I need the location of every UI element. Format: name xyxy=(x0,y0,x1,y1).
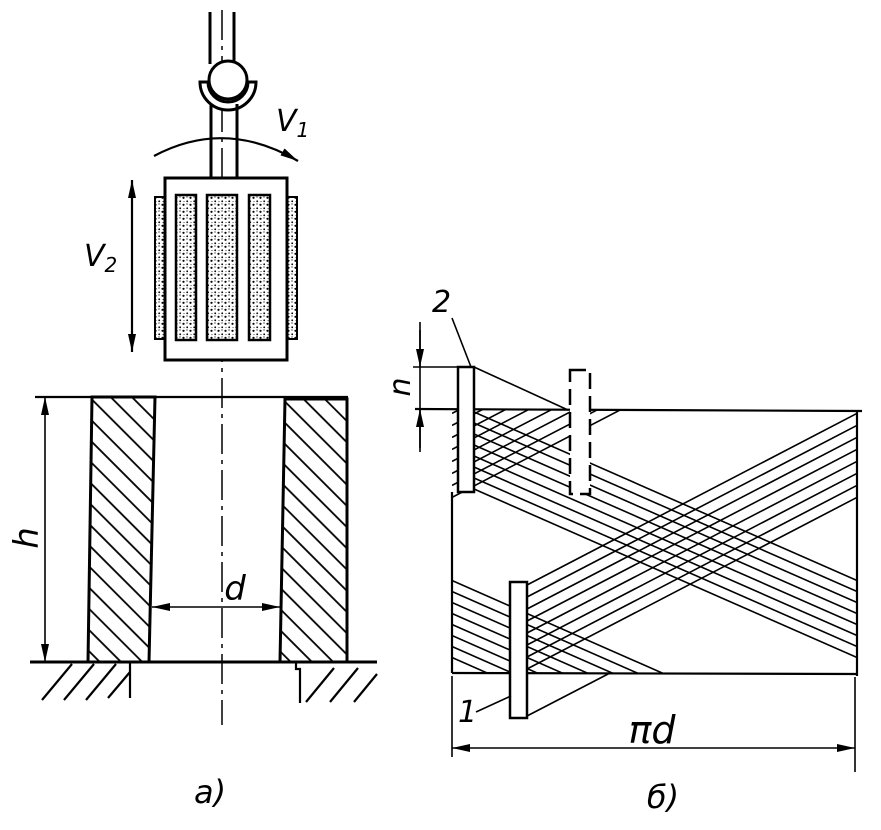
trace-line xyxy=(452,634,540,673)
spindle-rod-upper xyxy=(208,12,236,64)
abrasive-stone xyxy=(205,193,239,342)
figure-b-caption: б) xyxy=(647,778,679,816)
trace-line xyxy=(526,460,857,634)
trace-line xyxy=(452,410,576,475)
trace-line xyxy=(473,422,857,593)
trace-line xyxy=(526,484,857,658)
workpiece xyxy=(35,395,349,664)
trace-line xyxy=(473,477,857,648)
trace-line xyxy=(452,410,507,439)
figure-a: V1 V2 xyxy=(7,10,378,811)
trace-line xyxy=(473,444,857,615)
stone-1-label: 1 xyxy=(458,695,477,730)
v2-label: V2 xyxy=(84,239,117,277)
trace-boundary-top xyxy=(473,366,569,411)
dimension-n-label: n xyxy=(383,377,418,396)
trace-line xyxy=(473,411,857,582)
stone-1-leader xyxy=(475,695,512,713)
trace-line xyxy=(473,488,857,659)
trace-line xyxy=(452,590,640,673)
dimension-pi-d xyxy=(451,676,856,772)
trace-line xyxy=(526,496,857,670)
trace-line xyxy=(526,436,857,610)
honing-traces xyxy=(452,410,857,673)
trace-line xyxy=(452,601,615,673)
ball-joint xyxy=(207,59,249,101)
dimension-pi-d-label: πd xyxy=(629,708,677,752)
base-support xyxy=(30,660,378,703)
trace-line xyxy=(452,410,622,499)
trace-line xyxy=(452,612,590,673)
abrasive-stone xyxy=(247,193,272,342)
trace-line xyxy=(452,579,665,673)
trace-line xyxy=(452,410,553,463)
honing-head xyxy=(154,176,298,362)
trace-line xyxy=(473,433,857,604)
rotation-arrow xyxy=(153,137,299,162)
trace-line xyxy=(526,448,857,622)
trace-line xyxy=(452,410,461,415)
figure-b: 2 1 n πd б) xyxy=(383,285,863,816)
figure-a-caption: а) xyxy=(194,773,226,811)
stone-1 xyxy=(508,580,529,720)
spindle-rod-lower xyxy=(209,104,239,178)
trace-line xyxy=(452,410,599,487)
trace-line xyxy=(452,623,565,673)
trace-line xyxy=(526,412,857,586)
trace-line xyxy=(473,455,857,626)
trace-line xyxy=(473,466,857,637)
stone-2-label: 2 xyxy=(432,285,451,320)
workpiece-wall-left xyxy=(86,395,157,664)
trace-line xyxy=(526,472,857,646)
trace-line xyxy=(526,424,857,598)
stone-2-leader xyxy=(451,317,472,368)
trace-line xyxy=(452,645,515,673)
abrasive-stone xyxy=(174,193,198,342)
trace-boundary-bottom xyxy=(526,672,611,717)
v1-label: V1 xyxy=(276,104,309,142)
trace-line xyxy=(452,656,490,673)
workpiece-wall-right xyxy=(278,397,349,664)
dimension-n xyxy=(413,322,458,452)
stone-2 xyxy=(456,365,476,494)
dimension-d-label: d xyxy=(224,569,246,609)
trace-line xyxy=(452,410,484,427)
dimension-h-label: h xyxy=(7,527,47,549)
stone-2-shifted xyxy=(568,368,592,496)
trace-line xyxy=(452,410,530,451)
